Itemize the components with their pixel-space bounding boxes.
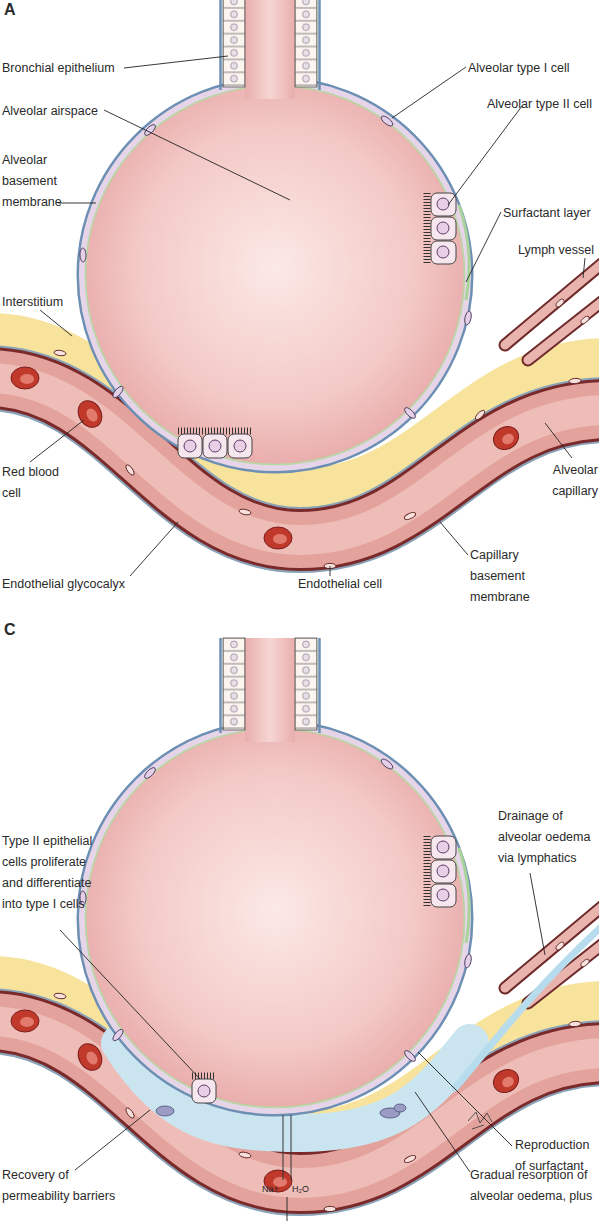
leader-lines [418,1052,512,1146]
panel-a-illustration [209,440,221,452]
part-label: Surfactant layer [503,203,599,224]
panel-c-illustration [156,1104,406,1118]
leader-lines [530,873,545,955]
panel-letter: C [4,620,16,640]
part-label: Alveolar airspace [2,101,122,122]
process-note: Recovery of permeability barriers [2,1165,127,1207]
panel-a-illustration [228,434,252,458]
panel-letter: A [4,0,16,20]
panel-a-illustration [178,428,252,435]
leader-lines [415,1092,470,1172]
leader-lines [104,110,290,200]
part-label: Endothelial cell [298,574,408,595]
process-note: Gradual resorption of alveolar oedema, p… [470,1165,599,1207]
leader-lines [75,1110,150,1170]
leader-lines [40,310,72,336]
panel-c-illustration [394,1104,406,1112]
panel-c-illustration [156,1106,174,1116]
ion-label: H₂O [292,1184,309,1195]
leader-lines [124,56,228,68]
process-note: Type II epithelial cells proliferate and… [2,831,102,915]
leader-lines [58,203,96,204]
panel-a-illustration [203,434,227,458]
panel-c-illustration [0,638,599,1212]
panel-c-illustration [192,1073,216,1080]
panel-c-illustration [283,1115,284,1180]
panel-c-illustration [291,1115,292,1180]
part-label: Lymph vessel [518,240,598,261]
part-label: Bronchial epithelium [2,58,132,79]
leader-lines [583,258,585,278]
part-label: Red blood cell [2,462,66,504]
panel-a-illustration [78,0,472,472]
process-note: Drainage of alveolar oedema via lymphati… [498,806,598,869]
leader-lines [60,930,200,1079]
panel-a-illustration [184,440,246,452]
leader-lines [330,566,331,576]
leader-lines [30,56,585,1221]
panel-a-illustration [184,440,196,452]
panel-a-illustration [178,434,252,458]
part-label: Alveolar type I cell [468,58,598,79]
panel-a-illustration [0,0,599,569]
leader-lines [466,212,501,282]
leader-lines [440,522,468,555]
panel-a-illustration [234,440,246,452]
panel-c-illustration [455,928,599,1088]
part-label: Alveolar capillary [536,460,598,502]
leader-lines [30,420,84,462]
part-label: Alveolar type II cell [487,94,599,115]
leader-lines [448,106,522,205]
panel-c-illustration [78,638,472,1115]
panel-a-illustration [178,434,202,458]
part-label: Capillary basement membrane [470,545,570,608]
ion-label: Na+ [262,1184,279,1195]
leader-lines [287,1197,288,1221]
part-label: Interstitium [2,292,92,313]
panel-c-illustration [192,1079,216,1103]
leader-lines [130,522,178,576]
part-label: Alveolar basement membrane [2,150,68,213]
panel-c-illustration [198,1085,210,1097]
leader-lines [545,423,572,458]
part-label: Endothelial glycocalyx [2,574,142,595]
leader-lines [392,67,466,118]
